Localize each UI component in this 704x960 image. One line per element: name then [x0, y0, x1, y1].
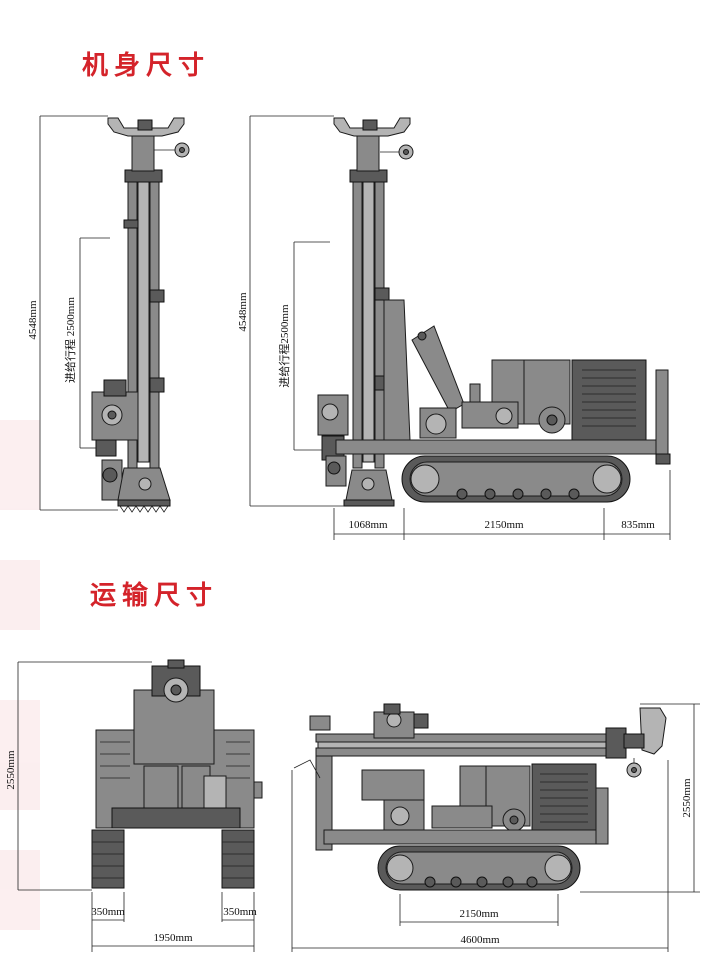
transport-side-dimension-lines — [291, 703, 700, 952]
transport-side-view — [293, 703, 667, 891]
section-heading-transport-dimensions: 运输尺寸 — [90, 581, 219, 611]
side-rear-overhang-label: 835mm — [621, 519, 655, 531]
front-stroke-label: 进给行程 2500mm — [64, 297, 77, 383]
transport-front-height-label: 2550mm — [5, 750, 17, 790]
transport-track-length-label: 2150mm — [459, 908, 499, 920]
side-dimension-lines — [249, 115, 671, 540]
transport-track-right-label: 350mm — [223, 906, 257, 918]
side-stroke-label: 进给行程2500mm — [278, 304, 291, 388]
front-height-label: 4548mm — [27, 300, 39, 340]
section-heading-body-dimensions: 机身尺寸 — [82, 51, 211, 81]
transport-front-view — [91, 659, 263, 889]
side-height-label: 4548mm — [237, 292, 249, 332]
drill-front-view — [91, 117, 190, 513]
background-watermark — [0, 420, 40, 930]
front-height-dimension-line — [39, 115, 118, 511]
transport-width-label: 1950mm — [153, 932, 193, 944]
transport-track-left-label: 350mm — [91, 906, 125, 918]
transport-front-dimension-lines — [17, 661, 255, 952]
transport-side-height-label: 2550mm — [681, 778, 693, 818]
side-track-length-label: 2150mm — [484, 519, 524, 531]
side-front-overhang-label: 1068mm — [348, 519, 388, 531]
transport-length-label: 4600mm — [460, 934, 500, 946]
drill-side-view — [317, 117, 671, 507]
